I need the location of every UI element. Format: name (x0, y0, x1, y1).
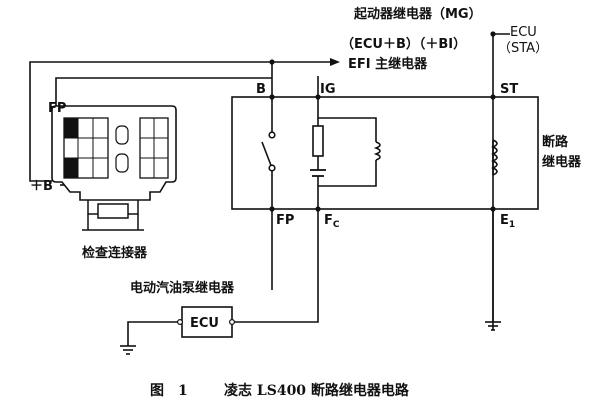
wires (29, 33, 539, 346)
terminal-e1-label: E1 (500, 213, 515, 230)
wire-ig-branch (317, 97, 377, 142)
ground-icon (120, 345, 136, 355)
wire-coil-bottom (317, 160, 377, 209)
ecu-box-label: ECU (190, 316, 219, 331)
resistor-icon (312, 125, 324, 157)
ground-e1-icon (485, 321, 501, 331)
capacitor-icon (310, 169, 326, 177)
efi-relay-label: EFI 主继电器 (348, 56, 428, 72)
terminal-ig-label: IG (320, 82, 336, 97)
connector-fp-label: FP (48, 101, 66, 116)
wire-ecu-ground (127, 321, 178, 346)
terminal-b-label: B (256, 82, 266, 97)
ecu-term-right (229, 319, 236, 326)
terminal-fp-label: FP (276, 213, 294, 228)
cutoff-coil-icon (491, 139, 498, 176)
fuel-pump-relay-label: 电动汽油泵继电器 (130, 280, 235, 296)
terminal-e1-main: E (500, 213, 509, 228)
coil-icon (373, 141, 381, 161)
wire-top-feed (29, 61, 330, 182)
terminal-st-label: ST (500, 82, 518, 97)
terminal-fc-main: F (324, 213, 333, 228)
wire-fc-down (232, 209, 319, 323)
figure-caption: 凌志 LS400 断路继电器电路 (224, 382, 410, 399)
check-connector-icon (51, 105, 177, 231)
relay-switch-icon (261, 131, 276, 172)
figure-number: 图 1 (150, 383, 188, 399)
ecu-term-left (177, 319, 184, 326)
junctions (269, 31, 496, 212)
connector-plus-b-label: ＋B (30, 179, 53, 194)
ecu-b-bi-label: （ECU＋B）（＋BI） (341, 36, 466, 52)
ecu-sta-label-1: ECU (510, 25, 537, 40)
ecu-box (181, 306, 233, 338)
terminal-fc-label: FC (324, 213, 340, 230)
mg-relay-label: 起动器继电器（MG） (353, 6, 482, 22)
terminal-fc-sub: C (333, 220, 340, 230)
arrow-efi-icon (330, 58, 340, 66)
cutoff-relay-label-2: 继电器 (542, 154, 582, 170)
check-connector-label: 检查连接器 (82, 245, 148, 261)
cutoff-relay-label-1: 断路 (542, 134, 569, 150)
terminal-e1-sub: 1 (509, 220, 515, 230)
relay-box (231, 96, 539, 210)
ecu-sta-label-2: （STA） (498, 41, 548, 56)
